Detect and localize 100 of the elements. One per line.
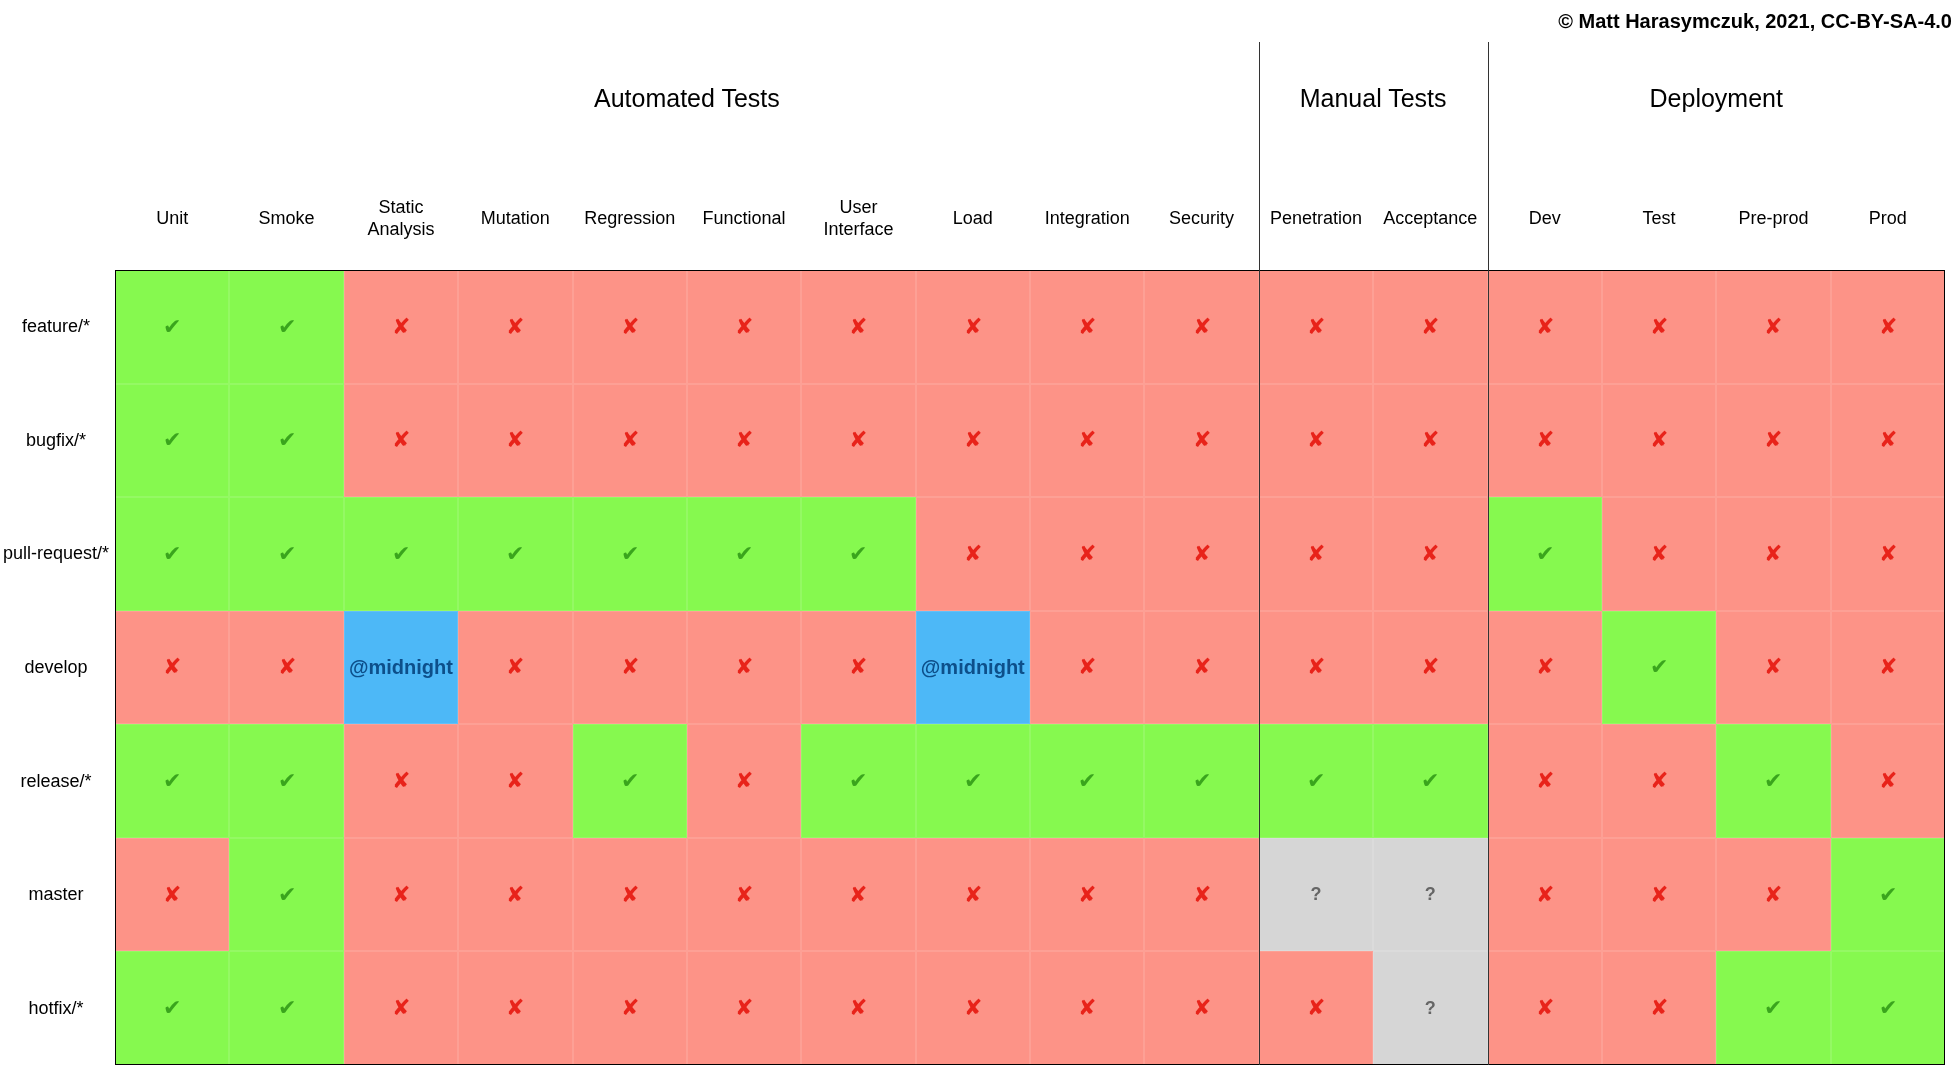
fail-cell: ✘ [1373,270,1488,384]
fail-cell: ✘ [915,951,1030,1065]
column-header: Static Analysis [366,196,436,241]
pass-cell: ✔ [572,724,687,838]
pass-cell: ✔ [229,724,344,838]
row-header: bugfix/* [24,428,87,452]
fail-cell: ✘ [1258,497,1374,611]
fail-cell: ✘ [801,610,916,725]
column-header: Test [1641,207,1677,230]
column-header: Mutation [479,207,551,230]
row-header: master [27,883,85,907]
fail-cell: ✘ [1830,724,1945,838]
pass-cell: ✔ [115,383,230,498]
fail-cell: ✘ [1601,497,1717,611]
fail-cell: ✘ [115,837,230,952]
group-header: Deployment [1648,84,1784,113]
fail-cell: ✘ [343,837,459,952]
fail-cell: ✘ [1030,837,1145,952]
fail-cell: ✘ [1030,270,1145,384]
fail-cell: ✘ [572,610,687,725]
fail-cell: ✘ [1601,724,1717,838]
copyright-notice: © Matt Harasymczuk, 2021, CC-BY-SA-4.0 [1558,10,1952,33]
fail-cell: ✘ [1830,610,1945,725]
fail-cell: ✘ [801,837,916,952]
pass-cell: ✔ [115,724,230,838]
fail-cell: ✘ [1601,837,1717,952]
fail-cell: ✘ [1144,383,1259,498]
pass-cell: ✔ [1716,951,1831,1065]
fail-cell: ✘ [1030,497,1145,611]
fail-cell: ✘ [572,383,687,498]
fail-cell: ✘ [1373,610,1488,725]
column-header: Load [951,207,994,230]
pass-cell: ✔ [229,951,344,1065]
pass-cell: ✔ [801,724,916,838]
fail-cell: ✘ [343,383,459,498]
fail-cell: ✘ [1373,497,1488,611]
fail-cell: ✘ [801,951,916,1065]
fail-cell: ✘ [343,951,459,1065]
fail-cell: ✘ [1258,610,1374,725]
fail-cell: ✘ [1487,951,1602,1065]
pass-cell: ✔ [1487,497,1602,611]
row-header: develop [23,656,89,679]
fail-cell: ✘ [1258,951,1374,1065]
fail-cell: ✘ [572,951,687,1065]
unknown-cell: ? [1373,951,1488,1065]
fail-cell: ✘ [1830,497,1945,611]
column-header: Pre-prod [1737,207,1810,230]
pass-cell: ✔ [115,497,230,611]
fail-cell: ✘ [1030,383,1145,498]
fail-cell: ✘ [915,270,1030,384]
pass-cell: ✔ [458,497,573,611]
pass-cell: ✔ [1144,724,1259,838]
row-header: feature/* [20,315,91,339]
fail-cell: ✘ [458,837,573,952]
column-header: Regression [583,207,677,230]
pass-cell: ✔ [1373,724,1488,838]
row-header: hotfix/* [27,996,85,1020]
unknown-cell: ? [1373,837,1488,952]
fail-cell: ✘ [1487,270,1602,384]
fail-cell: ✘ [1144,270,1259,384]
pass-cell: ✔ [1830,837,1945,952]
column-header: Functional [701,207,787,230]
row-header: pull-request/* [1,542,111,566]
pass-cell: ✔ [229,383,344,498]
pass-cell: ✔ [115,270,230,384]
fail-cell: ✘ [1716,497,1831,611]
column-header: Smoke [257,207,316,230]
pass-cell: ✔ [801,497,916,611]
fail-cell: ✘ [458,724,573,838]
pass-cell: ✔ [915,724,1030,838]
column-header: Integration [1043,207,1131,230]
column-header: Prod [1867,207,1908,230]
fail-cell: ✘ [1830,383,1945,498]
pass-cell: ✔ [115,951,230,1065]
pass-cell: ✔ [572,497,687,611]
pass-cell: ✔ [1601,610,1717,725]
pass-cell: ✔ [229,270,344,384]
unknown-cell: ? [1258,837,1374,952]
fail-cell: ✘ [1144,837,1259,952]
fail-cell: ✘ [1487,724,1602,838]
fail-cell: ✘ [915,383,1030,498]
fail-cell: ✘ [801,383,916,498]
pass-cell: ✔ [686,497,802,611]
fail-cell: ✘ [1830,270,1945,384]
group-header: Automated Tests [593,84,781,113]
fail-cell: ✘ [915,497,1030,611]
fail-cell: ✘ [1258,270,1374,384]
fail-cell: ✘ [1487,610,1602,725]
column-header: User Interface [822,196,895,241]
fail-cell: ✘ [1144,610,1259,725]
fail-cell: ✘ [686,383,802,498]
fail-cell: ✘ [1258,383,1374,498]
scheduled-cell: @midnight [915,610,1030,725]
fail-cell: ✘ [458,270,573,384]
fail-cell: ✘ [1487,837,1602,952]
column-header: Security [1168,207,1236,230]
fail-cell: ✘ [686,724,802,838]
fail-cell: ✘ [115,610,230,725]
group-header: Manual Tests [1298,84,1448,113]
fail-cell: ✘ [686,837,802,952]
